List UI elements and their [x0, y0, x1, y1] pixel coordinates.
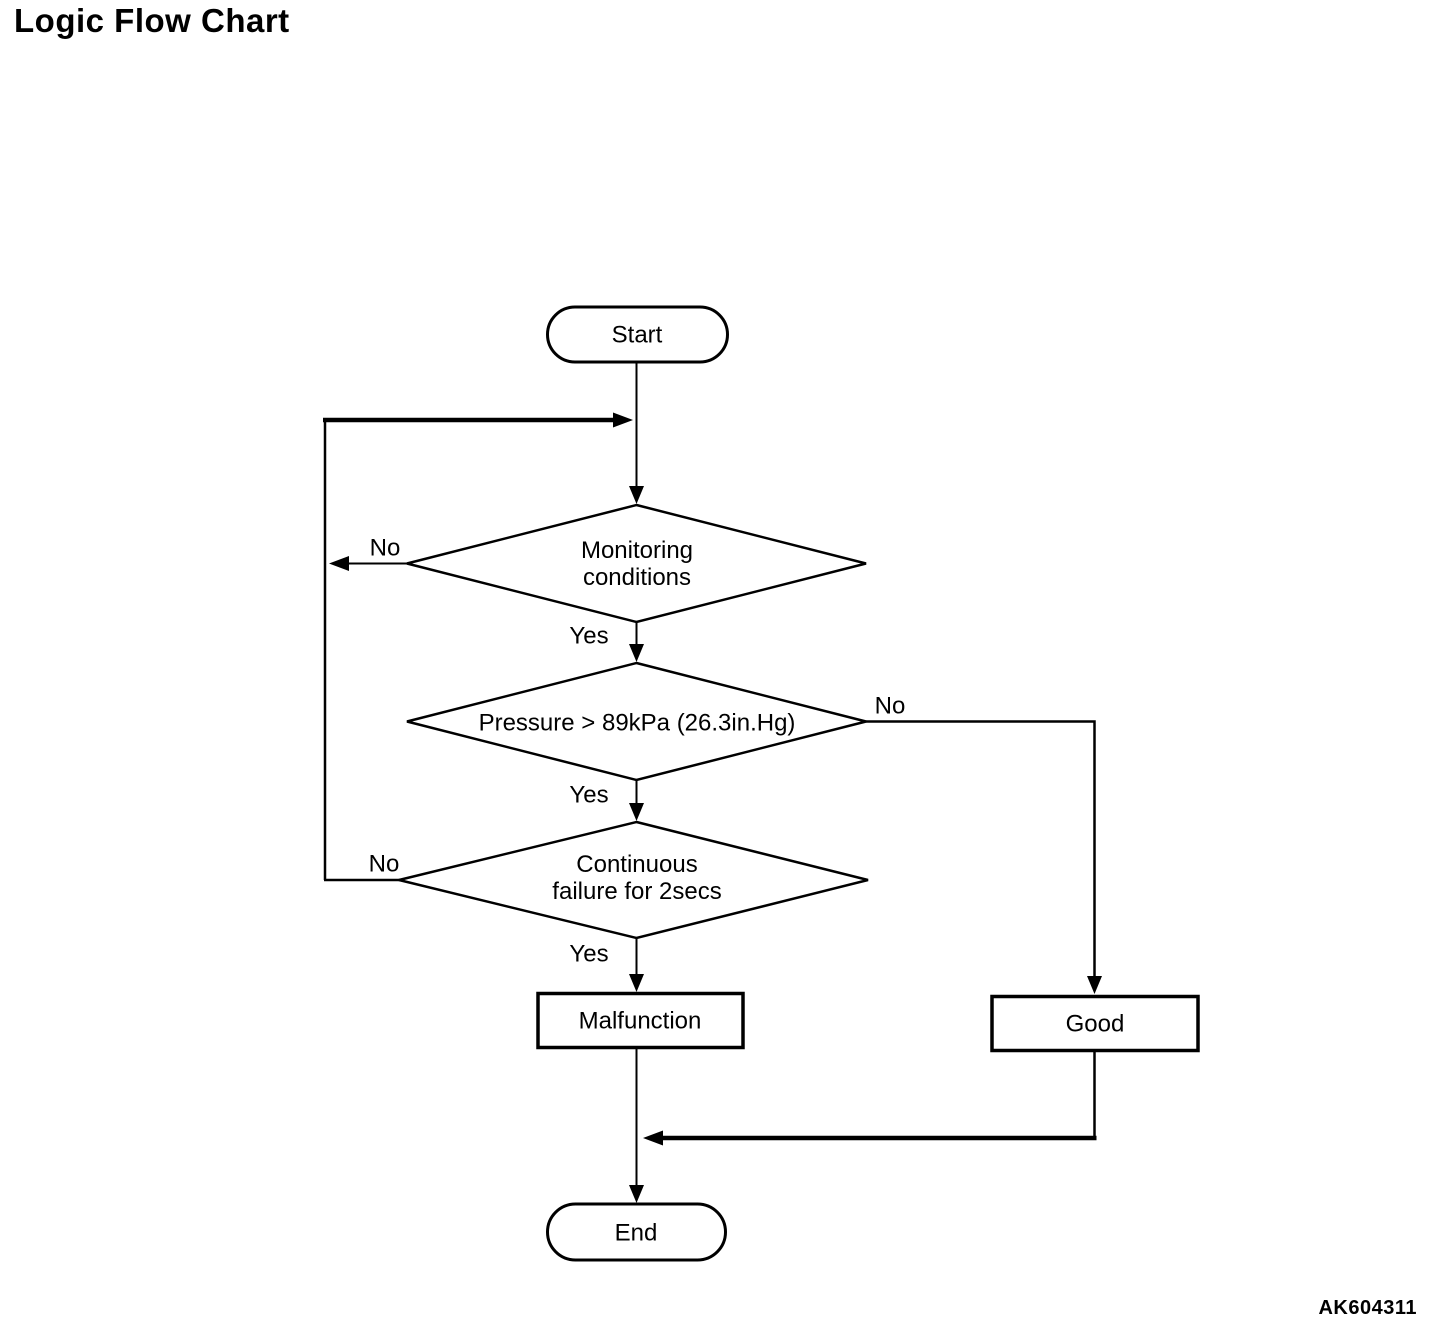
continuous-decision-label: Continuous failure for 2secs [552, 851, 721, 905]
continuous-decision-line1: Continuous [576, 851, 698, 878]
edge-label-monitoring-no: No [369, 534, 401, 562]
pressure-decision-shape [406, 661, 867, 782]
arrowhead-monitoring-no [329, 556, 349, 571]
edge-label-continuous-yes: Yes [569, 940, 609, 968]
malfunction-node-label: Malfunction [578, 1007, 702, 1035]
good-node-label: Good [1065, 1010, 1125, 1038]
arrowhead-into-good [1087, 976, 1102, 994]
edge-label-pressure-yes: Yes [569, 781, 609, 809]
figure-code: AK604311 [1318, 1297, 1417, 1319]
good-node-shape [990, 994, 1200, 1053]
start-node-label: Start [611, 321, 663, 349]
monitoring-decision-shape [406, 503, 867, 624]
start-node-shape [546, 305, 729, 364]
edge-label-pressure-no: No [874, 692, 906, 720]
arrowhead-loop-rejoin [613, 412, 633, 428]
page-title: Logic Flow Chart [14, 2, 290, 39]
arrowhead-into-pressure [629, 644, 644, 662]
arrowhead-into-malfunction [629, 974, 644, 992]
end-node-shape [546, 1202, 727, 1262]
monitoring-decision-line2: conditions [582, 564, 692, 591]
arrowhead-into-continuous [629, 803, 644, 821]
edge-label-continuous-no: No [368, 850, 400, 878]
arrowhead-good-merge [643, 1130, 663, 1146]
continuous-decision-line2: failure for 2secs [552, 878, 722, 905]
monitoring-decision-line1: Monitoring [580, 537, 694, 564]
arrowhead-into-end [629, 1185, 644, 1203]
arrowhead-into-monitoring [629, 486, 644, 504]
edge-label-monitoring-yes: Yes [569, 622, 609, 650]
continuous-decision-shape [398, 820, 869, 940]
end-node-label: End [614, 1219, 658, 1247]
edge-pressure-no [866, 720, 1096, 977]
monitoring-decision-label: Monitoring conditions [581, 537, 693, 591]
malfunction-node-shape [536, 991, 745, 1050]
pressure-decision-label: Pressure > 89kPa (26.3in.Hg) [478, 709, 796, 737]
